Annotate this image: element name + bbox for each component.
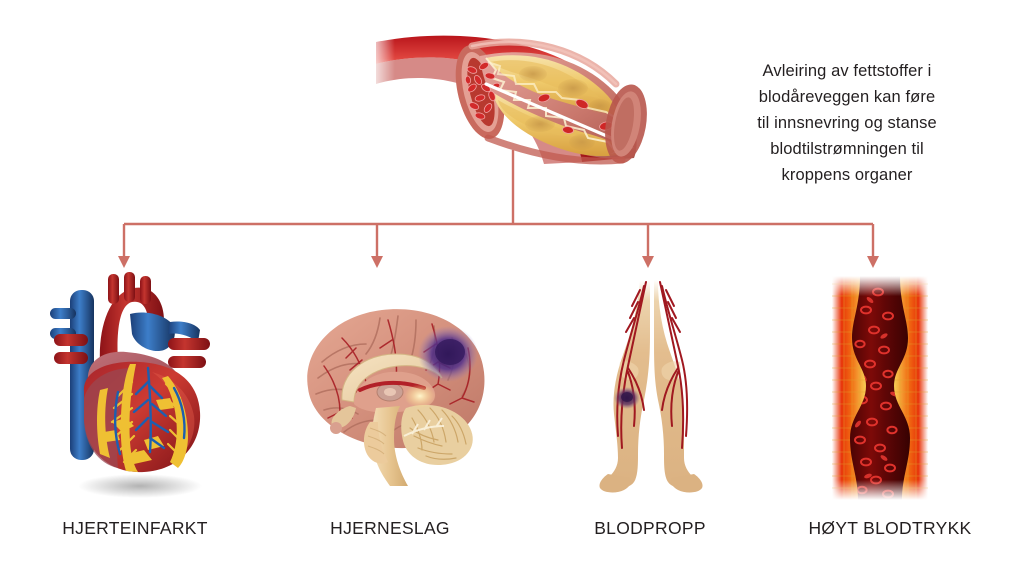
- outcome-label-hoyt-blodtrykk: HØYT BLODTRYKK: [808, 518, 972, 538]
- brain-illustration: [284, 296, 504, 486]
- outcome-label-hjerneslag: HJERNESLAG: [330, 518, 450, 538]
- heart-illustration: [48, 272, 224, 504]
- caption-text: Avleiring av fettstoffer i blodåreveggen…: [746, 58, 948, 188]
- outcome-label-blodpropp: BLODPROPP: [594, 518, 706, 538]
- caption-line: blodtilstrømningen til: [770, 140, 924, 158]
- caption-line: til innsnevring og stanse: [757, 114, 937, 132]
- caption-line: blodåreveggen kan føre: [758, 88, 936, 106]
- outcome-label-hjerteinfarkt: HJERTEINFARKT: [62, 518, 208, 538]
- narrowed-vessel-illustration: [822, 276, 938, 500]
- artery-cross-section-illustration: [368, 26, 684, 166]
- legs-illustration: [596, 276, 712, 500]
- caption-line: Avleiring av fettstoffer i: [762, 62, 932, 80]
- caption-line: kroppens organer: [781, 166, 913, 184]
